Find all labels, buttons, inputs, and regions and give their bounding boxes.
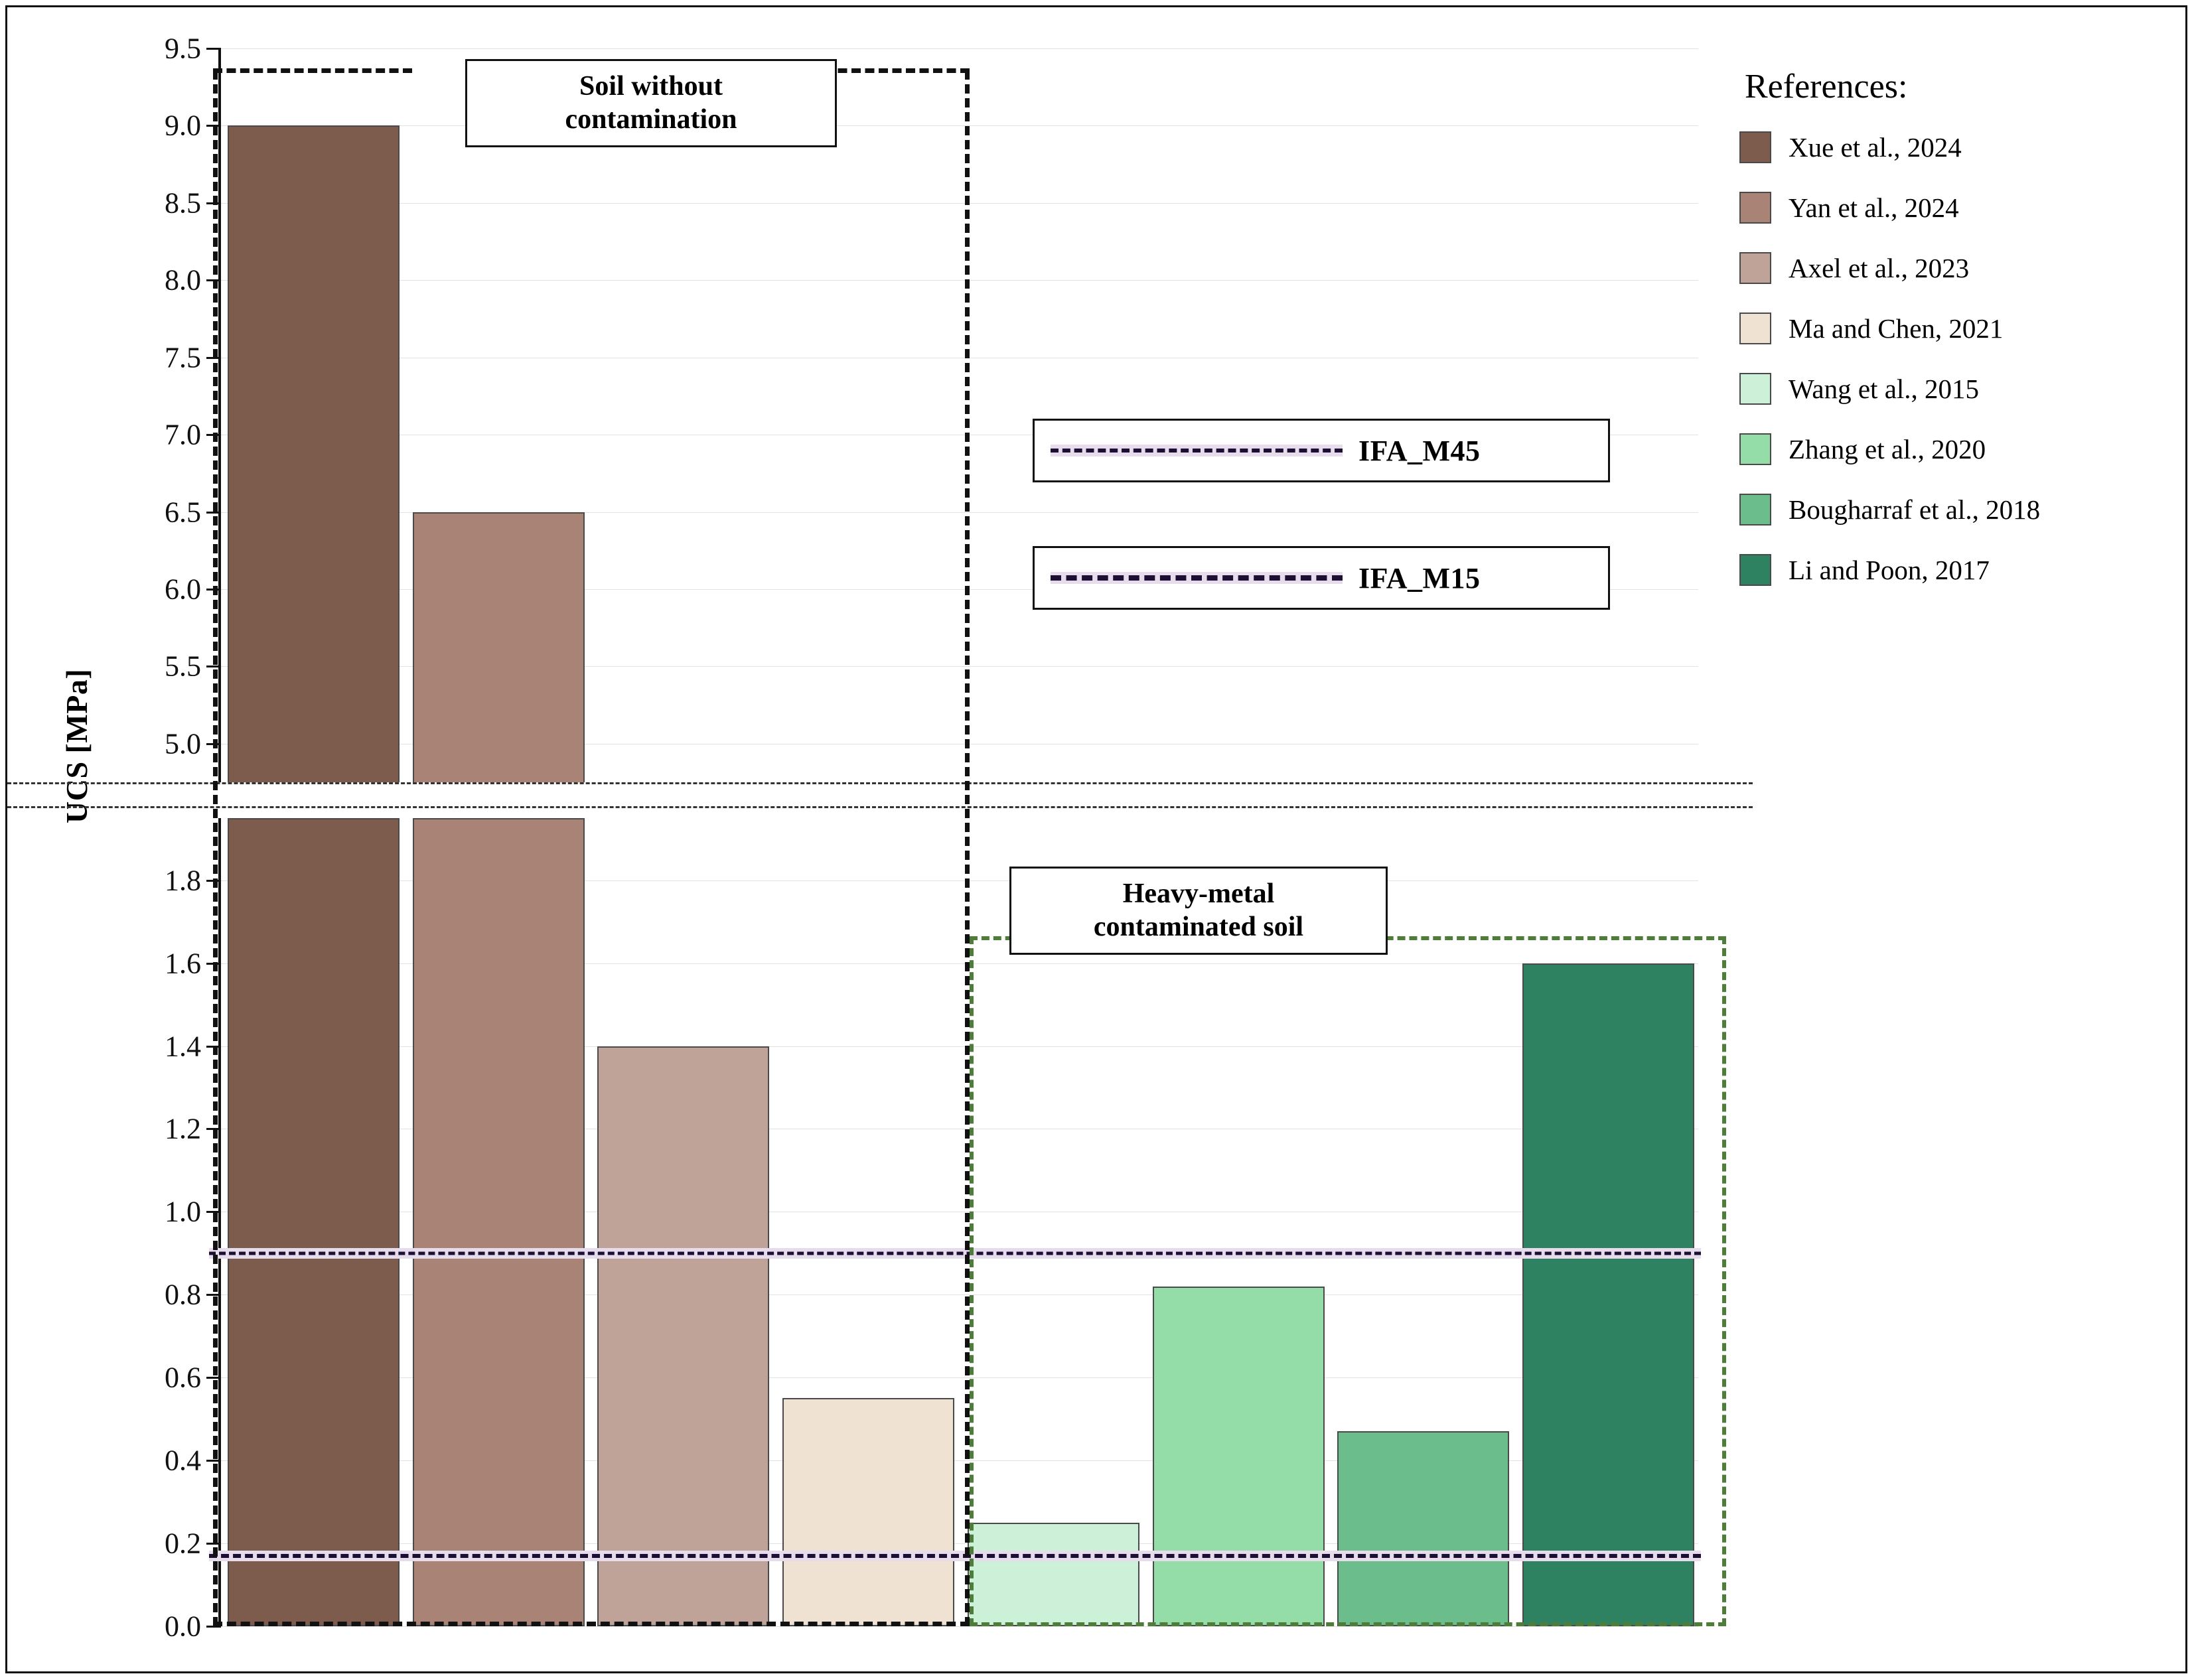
bar: [1337, 1431, 1510, 1626]
reference-color-swatch: [1739, 131, 1771, 163]
legend-ifa-m15-swatch: [1051, 572, 1343, 584]
reference-item: Xue et al., 2024: [1739, 131, 2177, 163]
y-axis-label: UCS [MPa]: [60, 668, 94, 823]
reference-label: Li and Poon, 2017: [1789, 555, 1990, 585]
bar: [227, 818, 400, 1626]
gridline: [221, 125, 1698, 127]
reference-label: Wang et al., 2015: [1789, 374, 1980, 404]
reference-label: Bougharraf et al., 2018: [1789, 494, 2041, 525]
y-tick-label: 5.0: [165, 727, 201, 760]
y-tick-label: 1.6: [165, 947, 201, 980]
bar: [412, 818, 585, 1626]
y-tick-label: 7.5: [165, 341, 201, 374]
reference-color-swatch: [1739, 433, 1771, 465]
axis-break-upper: [7, 782, 1753, 784]
reference-label: Xue et al., 2024: [1789, 132, 1962, 163]
reference-line-ifa-m45: [209, 1247, 1701, 1259]
y-tick-label: 1.0: [165, 1195, 201, 1228]
bar: [597, 1046, 770, 1626]
gridline: [221, 48, 1698, 49]
reference-color-swatch: [1739, 494, 1771, 525]
reference-color-swatch: [1739, 373, 1771, 405]
gridline: [221, 1626, 1698, 1627]
figure-border: UCS [MPa] 5.0 5.5 6.0 6.5 7.0 7.5 8.0 8.5 9.0 9.5…: [5, 5, 2187, 1673]
y-tick-label: 6.0: [165, 573, 201, 606]
gridline: [221, 202, 1698, 204]
y-tick-label: 1.2: [165, 1112, 201, 1145]
y-tick-label: 0.4: [165, 1444, 201, 1477]
gridline: [221, 1377, 1698, 1379]
reference-item: Yan et al., 2024: [1739, 192, 2177, 224]
reference-item: Wang et al., 2015: [1739, 373, 2177, 405]
reference-color-swatch: [1739, 192, 1771, 224]
reference-color-swatch: [1739, 313, 1771, 344]
reference-label: Zhang et al., 2020: [1789, 434, 1986, 464]
reference-item: Zhang et al., 2020: [1739, 433, 2177, 465]
callout-contam-line1: Heavy-metal: [1122, 878, 1275, 909]
axis-break-lower: [7, 806, 1753, 808]
bar-upper-segment: [227, 125, 400, 782]
callout-clean-line1: Soil without: [579, 71, 723, 102]
legend-ifa-m45: IFA_M45: [1033, 419, 1610, 482]
reference-label: Ma and Chen, 2021: [1789, 313, 2004, 344]
gridline: [221, 280, 1698, 281]
reference-color-swatch: [1739, 252, 1771, 284]
reference-item: Ma and Chen, 2021: [1739, 313, 2177, 344]
gridline: [221, 1046, 1698, 1047]
y-tick: [206, 1626, 221, 1628]
plot-upper-panel: 5.0 5.5 6.0 6.5 7.0 7.5 8.0 8.5 9.0 9.5: [165, 33, 1698, 782]
gridline: [221, 1460, 1698, 1462]
bar: [782, 1398, 955, 1626]
y-tick-label: 8.0: [165, 263, 201, 297]
reference-label: Yan et al., 2024: [1789, 192, 1959, 223]
reference-line-ifa-m15: [209, 1550, 1701, 1561]
bar: [1152, 1286, 1325, 1626]
gridline: [221, 963, 1698, 964]
y-tick-label: 9.5: [165, 32, 201, 65]
y-tick-label: 0.6: [165, 1361, 201, 1394]
plot-lower-panel: 0.0 0.2 0.4 0.6 0.8 1.0 1.2 1.4 1.6 1.8: [165, 818, 1701, 1643]
group-box-contaminated-soil: [970, 936, 1726, 1626]
callout-contaminated-soil: Heavy-metal contaminated soil: [1009, 867, 1388, 955]
reference-item: Bougharraf et al., 2018: [1739, 494, 2177, 525]
group-box-clean-soil: [213, 70, 970, 1626]
y-tick-label: 1.4: [165, 1030, 201, 1063]
y-tick-label: 7.0: [165, 418, 201, 451]
legend-ifa-m45-label: IFA_M45: [1358, 434, 1481, 467]
reference-label: Axel et al., 2023: [1789, 253, 1970, 283]
y-tick-label: 6.5: [165, 496, 201, 529]
references-title: References:: [1745, 68, 1908, 105]
callout-contam-line2: contaminated soil: [1093, 911, 1304, 942]
legend-ifa-m15-label: IFA_M15: [1358, 561, 1481, 595]
reference-color-swatch: [1739, 554, 1771, 586]
y-tick-label: 0.8: [165, 1278, 201, 1311]
y-tick-label: 0.2: [165, 1527, 201, 1560]
legend-ifa-m15: IFA_M15: [1033, 546, 1610, 610]
y-tick-label: 9.0: [165, 109, 201, 142]
legend-ifa-m45-swatch: [1051, 445, 1343, 456]
y-tick-label: 8.5: [165, 186, 201, 220]
group-box-clean-soil-top-edge: [213, 68, 970, 73]
y-tick: [206, 48, 221, 50]
bar-upper-segment: [412, 512, 585, 782]
reference-item: Li and Poon, 2017: [1739, 554, 2177, 586]
y-tick-label: 0.0: [165, 1610, 201, 1643]
bar: [1522, 963, 1695, 1626]
reference-item: Axel et al., 2023: [1739, 252, 2177, 284]
y-tick-label: 5.5: [165, 650, 201, 683]
callout-clean-line2: contamination: [565, 104, 737, 135]
y-tick-label: 1.8: [165, 864, 201, 897]
gridline: [221, 880, 1698, 881]
gridline: [221, 512, 1698, 513]
callout-clean-soil: Soil without contamination: [465, 59, 837, 148]
gridline: [221, 1543, 1698, 1545]
gridline: [221, 666, 1698, 667]
gridline: [221, 589, 1698, 590]
